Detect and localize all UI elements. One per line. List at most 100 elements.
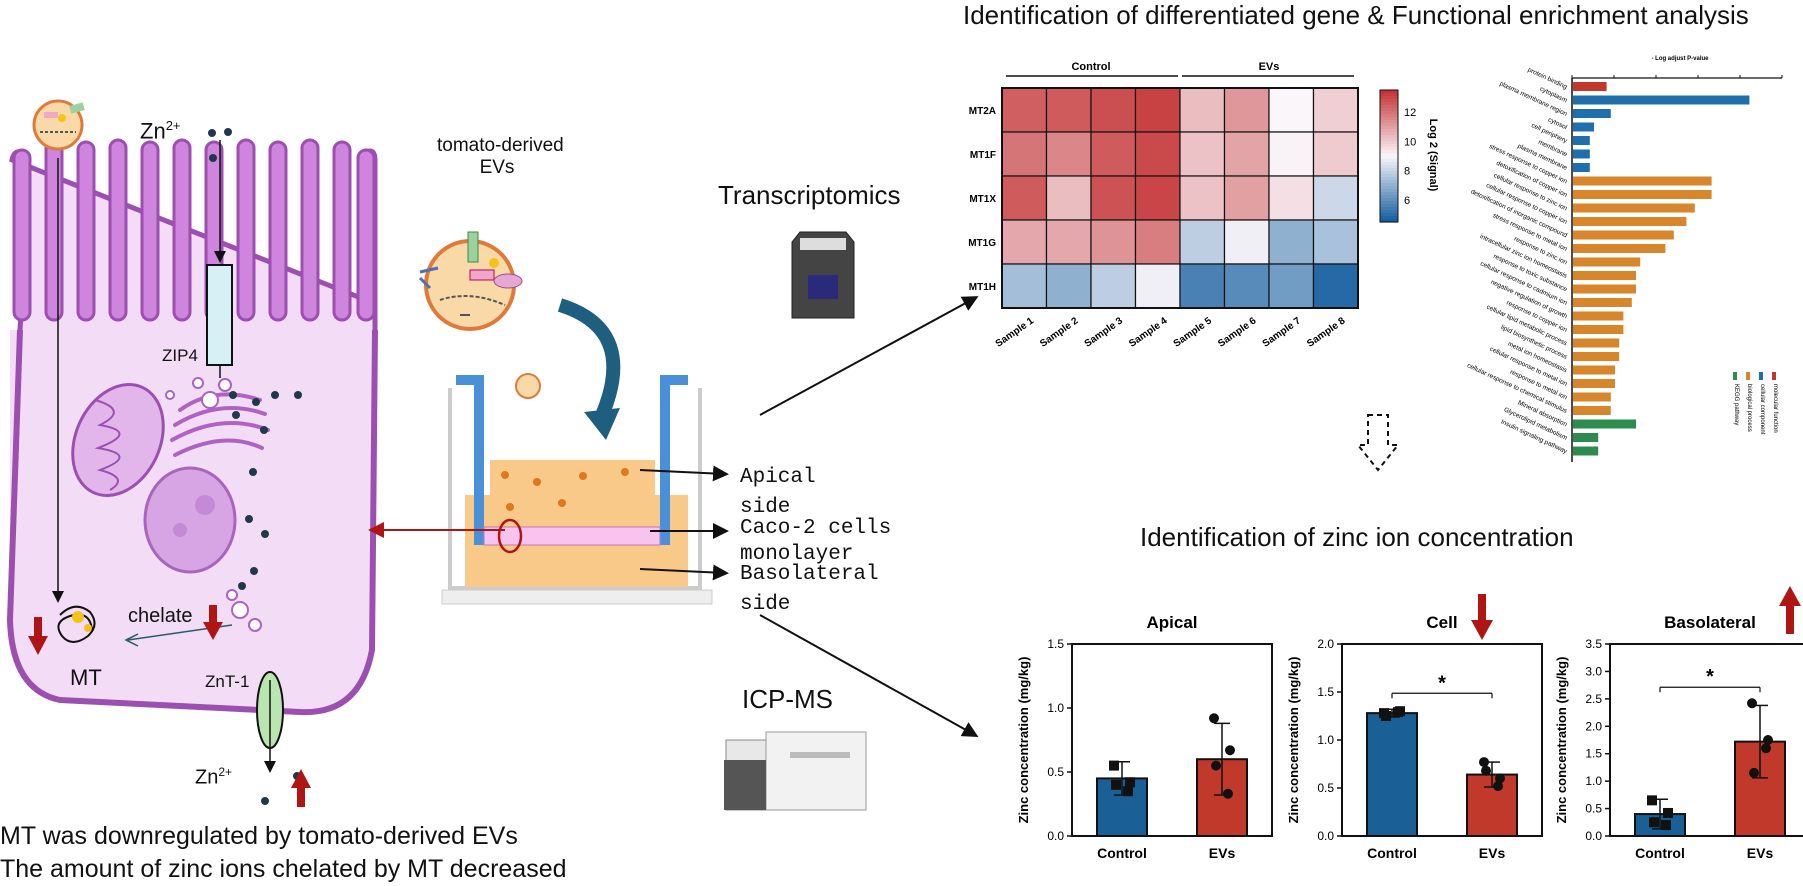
colorbar-segment (1380, 198, 1398, 202)
bar-y-tick-label: 2.5 (1585, 692, 1602, 706)
heatmap-gene-label: MT2A (969, 106, 996, 117)
bar-y-tick-label: 1.5 (1047, 637, 1064, 651)
to-transcriptomics-arrow (759, 296, 979, 416)
enrichment-legend-swatch (1759, 372, 1763, 380)
caption-line1: MT was downregulated by tomato-derived E… (0, 822, 518, 850)
colorbar-segment (1380, 102, 1398, 106)
bar-y-tick-label: 2.0 (1585, 719, 1602, 733)
enrichment-legend-swatch (1772, 372, 1776, 380)
bar-y-tick-label: 0.5 (1317, 781, 1334, 795)
ev-addition-arrow (557, 298, 621, 440)
bar-category-label: Control (1097, 845, 1147, 861)
significance-star: * (1438, 672, 1446, 694)
heatmap-gene-label: MT1H (969, 282, 996, 293)
bar (1366, 712, 1418, 837)
colorbar-segment (1380, 183, 1398, 187)
bar-y-axis-label: Zinc concentration (mg/kg) (1554, 657, 1569, 824)
red-down-arrow-chelate (203, 605, 223, 640)
enrichment-bar (1573, 352, 1620, 361)
colorbar-segment (1380, 195, 1398, 199)
enrichment-bar (1573, 379, 1615, 388)
colorbar-segment (1380, 135, 1398, 139)
bar-y-tick-label: 0.0 (1585, 829, 1602, 843)
bar-data-point (1481, 765, 1491, 776)
colorbar-tick: 6 (1404, 195, 1410, 207)
bar-y-axis-label: Zinc concentration (mg/kg) (1286, 657, 1301, 824)
bar-category-label: EVs (1209, 845, 1236, 861)
colorbar-segment (1380, 141, 1398, 145)
colorbar-segment (1380, 117, 1398, 121)
bar-panel-title: Cell (1426, 613, 1457, 632)
ev-particle-transwell (515, 373, 541, 399)
enrichment-bar (1573, 365, 1615, 375)
enrichment-legend-swatch (1746, 372, 1750, 380)
bar-panel-frame (1071, 643, 1273, 837)
bar-data-point (1479, 757, 1489, 768)
bar-data-point (1747, 698, 1757, 709)
colorbar-tick: 10 (1404, 136, 1416, 148)
heatmap-cell (1045, 131, 1092, 177)
microarray-chip-icon (791, 231, 855, 319)
trend-arrow-head (1471, 620, 1493, 640)
bar-panel-title: Basolateral (1664, 613, 1756, 632)
colorbar-segment (1380, 126, 1398, 130)
ev-particle-large (418, 231, 523, 331)
colorbar-label: Log 2 (Signal) (1427, 119, 1439, 192)
chelate-label: chelate (128, 605, 193, 627)
bar-data-point (1761, 743, 1771, 754)
bar-category-label: Control (1367, 845, 1417, 861)
heatmap-group-evs: EVs (1259, 61, 1280, 73)
colorbar-segment (1380, 105, 1398, 109)
enrichment-bar (1573, 82, 1607, 91)
heatmap-cell (1001, 175, 1048, 221)
heatmap-cell (1268, 263, 1315, 309)
zinc-ion-dots (208, 128, 302, 805)
heatmap-cell (1045, 87, 1092, 133)
bar-category-label: Control (1635, 845, 1685, 861)
bar-y-tick-label: 2.0 (1317, 637, 1334, 651)
heatmap-cell (1090, 131, 1137, 177)
significance-star: * (1706, 666, 1714, 688)
bar-panel-title: Apical (1146, 613, 1197, 632)
colorbar-segment (1380, 114, 1398, 118)
to-icpms-arrow (759, 614, 979, 737)
mitochondrion-shape (71, 383, 165, 497)
bar-data-point (1763, 735, 1773, 745)
zip4-transporter (206, 264, 233, 366)
colorbar-segment (1380, 108, 1398, 112)
enrichment-bar (1573, 298, 1632, 307)
colorbar-segment (1380, 90, 1398, 94)
bar-y-tick-label: 1.0 (1317, 733, 1334, 747)
colorbar-segment (1380, 150, 1398, 154)
bar-data-point (1647, 795, 1657, 806)
colorbar-segment (1380, 120, 1398, 124)
enrichment-bar (1573, 325, 1624, 334)
bar-data-point (1123, 786, 1133, 797)
enrichment-bar (1573, 176, 1712, 186)
golgi-apparatus (170, 392, 270, 457)
colorbar-segment (1380, 156, 1398, 160)
bar-y-tick-label: 1.0 (1047, 701, 1064, 715)
enrichment-bar (1573, 203, 1695, 213)
colorbar-segment (1380, 177, 1398, 181)
colorbar-segment (1380, 153, 1398, 157)
bar-data-point (1495, 773, 1505, 784)
bar-data-point (1649, 817, 1659, 828)
colorbar-tick: 12 (1404, 107, 1416, 119)
trend-arrow-shaft (1786, 604, 1794, 634)
enrichment-bar (1573, 122, 1594, 132)
heatmap-cell (1268, 175, 1315, 221)
bottom-section-title: Identification of zinc ion concentration (1140, 522, 1574, 552)
enrichment-bar (1573, 284, 1636, 294)
heatmap-cell (1223, 263, 1270, 309)
bar-category-label: EVs (1747, 845, 1774, 861)
bar-data-point (1749, 767, 1759, 778)
enrichment-bar (1573, 190, 1712, 199)
colorbar-segment (1380, 168, 1398, 172)
ev-particle-small (32, 99, 85, 151)
colorbar-segment (1380, 180, 1398, 184)
colorbar-segment (1380, 165, 1398, 169)
bar-category-label: EVs (1479, 845, 1506, 861)
